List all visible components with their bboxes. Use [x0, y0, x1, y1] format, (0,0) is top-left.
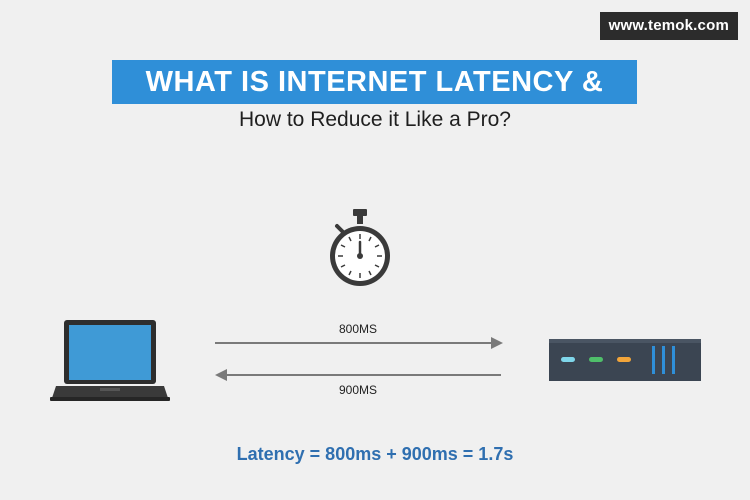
response-arrow — [215, 369, 501, 381]
brand-badge: www.temok.com — [599, 12, 738, 40]
page-title: WHAT IS INTERNET LATENCY & — [145, 65, 604, 98]
request-latency-label: 800MS — [338, 322, 378, 336]
request-arrow — [215, 337, 503, 349]
stopwatch-icon — [330, 209, 390, 286]
laptop-icon — [50, 320, 170, 401]
response-latency-label: 900MS — [338, 383, 378, 397]
title-banner: WHAT IS INTERNET LATENCY & — [112, 60, 637, 104]
server-icon — [549, 339, 701, 381]
page-subtitle: How to Reduce it Like a Pro? — [239, 108, 511, 131]
latency-formula: Latency = 800ms + 900ms = 1.7s — [236, 444, 514, 464]
